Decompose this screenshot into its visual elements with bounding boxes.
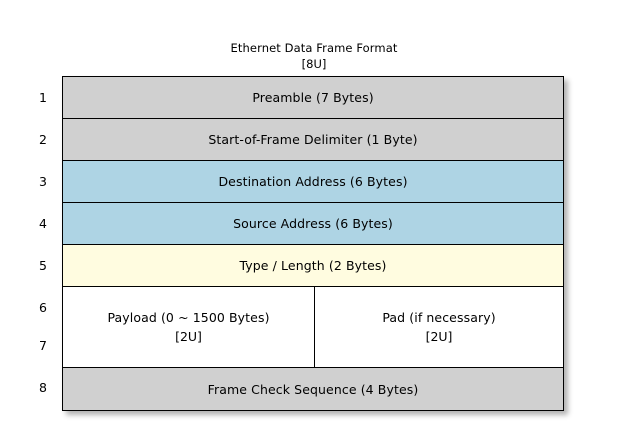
frame-field-payload: Payload (0 ~ 1500 Bytes) [2U]: [63, 287, 315, 367]
frame-field-label: Type / Length (2 Bytes): [239, 258, 387, 273]
frame-field-start-of-frame-delimiter: Start-of-Frame Delimiter (1 Byte): [63, 119, 563, 161]
diagram-title-block: Ethernet Data Frame Format [8U]: [0, 40, 628, 72]
frame-field-sublabel: [2U]: [175, 329, 202, 344]
frame-field-pad: Pad (if necessary) [2U]: [315, 287, 563, 367]
frame-field-destination-address: Destination Address (6 Bytes): [63, 161, 563, 203]
frame-field-source-address: Source Address (6 Bytes): [63, 203, 563, 245]
frame-field-label: Pad (if necessary): [382, 310, 496, 325]
frame-field-label: Frame Check Sequence (4 Bytes): [207, 381, 419, 397]
frame-field-frame-check-sequence: Frame Check Sequence (4 Bytes): [63, 368, 563, 410]
page-subtitle: [8U]: [301, 57, 327, 71]
row-number-7: 7: [39, 338, 47, 353]
frame-field-label: Payload (0 ~ 1500 Bytes): [107, 310, 270, 325]
frame-field-sublabel: [2U]: [425, 329, 453, 344]
row-number-gutter: 1 2 3 4 5 6 7 8: [0, 76, 56, 406]
frame-field-label: Start-of-Frame Delimiter (1 Byte): [208, 132, 418, 147]
ethernet-frame-table: Preamble (7 Bytes) Start-of-Frame Delimi…: [62, 76, 564, 411]
row-number-8: 8: [39, 380, 47, 395]
frame-field-label: Source Address (6 Bytes): [233, 216, 393, 231]
row-number-5: 5: [39, 258, 47, 273]
row-number-2: 2: [39, 132, 47, 147]
frame-field-label: Preamble (7 Bytes): [252, 90, 374, 105]
row-number-3: 3: [39, 174, 47, 189]
frame-field-type-length: Type / Length (2 Bytes): [63, 245, 563, 287]
page-title: Ethernet Data Frame Format: [230, 41, 398, 55]
row-number-1: 1: [39, 90, 47, 105]
frame-field-preamble: Preamble (7 Bytes): [63, 77, 563, 119]
frame-field-label: Destination Address (6 Bytes): [218, 174, 408, 189]
row-number-6: 6: [39, 300, 47, 315]
row-number-4: 4: [39, 216, 47, 231]
frame-field-payload-pad-row: Payload (0 ~ 1500 Bytes) [2U] Pad (if ne…: [63, 287, 563, 368]
